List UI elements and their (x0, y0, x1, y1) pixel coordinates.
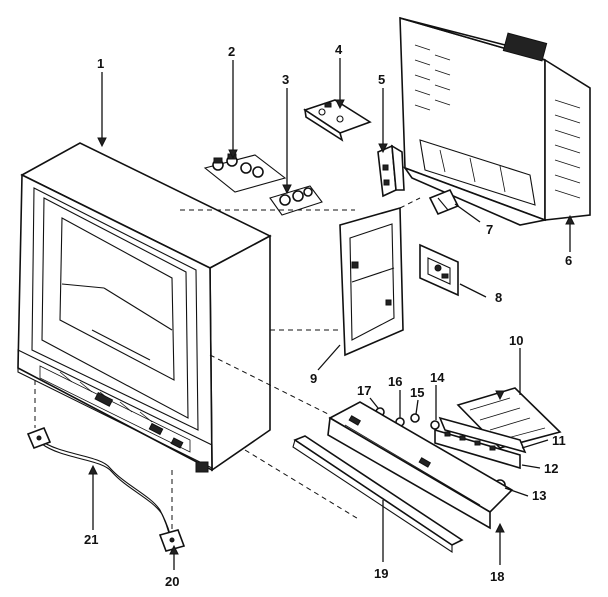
callout-21: 21 (84, 532, 98, 547)
callout-4: 4 (335, 42, 343, 57)
callout-labels: 1 2 3 4 5 6 7 8 9 10 11 12 13 14 15 16 1… (84, 42, 572, 589)
callout-12: 12 (544, 461, 558, 476)
callout-18: 18 (490, 569, 504, 584)
knob-set-3 (269, 185, 323, 216)
plug-bottom (158, 529, 186, 552)
small-knobs-14-17 (375, 407, 440, 430)
plug-top (26, 426, 52, 450)
button-strip-11 (438, 416, 527, 454)
callout-6: 6 (565, 253, 572, 268)
tv-cabinet-front (17, 142, 272, 473)
rear-cabinet (399, 16, 591, 226)
knob-set-2 (203, 153, 287, 193)
callout-13: 13 (532, 488, 546, 503)
callout-15: 15 (410, 385, 424, 400)
callout-19: 19 (374, 566, 388, 581)
callout-10: 10 (509, 333, 523, 348)
callout-7: 7 (486, 222, 493, 237)
callout-11: 11 (552, 433, 566, 448)
callout-2: 2 (228, 44, 235, 59)
leader-arrowheads (88, 99, 575, 555)
callout-14: 14 (430, 370, 445, 385)
callout-17: 17 (357, 383, 371, 398)
callout-16: 16 (388, 374, 402, 389)
small-bracket-part (377, 144, 405, 198)
callout-3: 3 (282, 72, 289, 87)
callout-8: 8 (495, 290, 502, 305)
mount-bracket (419, 243, 459, 297)
projection-lines (34, 197, 421, 530)
button-strip-12 (434, 428, 521, 470)
callout-20: 20 (165, 574, 179, 589)
bottom-trim (292, 435, 464, 554)
bracket-part (303, 99, 372, 142)
callout-1: 1 (97, 56, 104, 71)
circuit-panel (339, 206, 404, 357)
callout-5: 5 (378, 72, 385, 87)
callout-9: 9 (310, 371, 317, 386)
wire-harness (39, 439, 173, 543)
